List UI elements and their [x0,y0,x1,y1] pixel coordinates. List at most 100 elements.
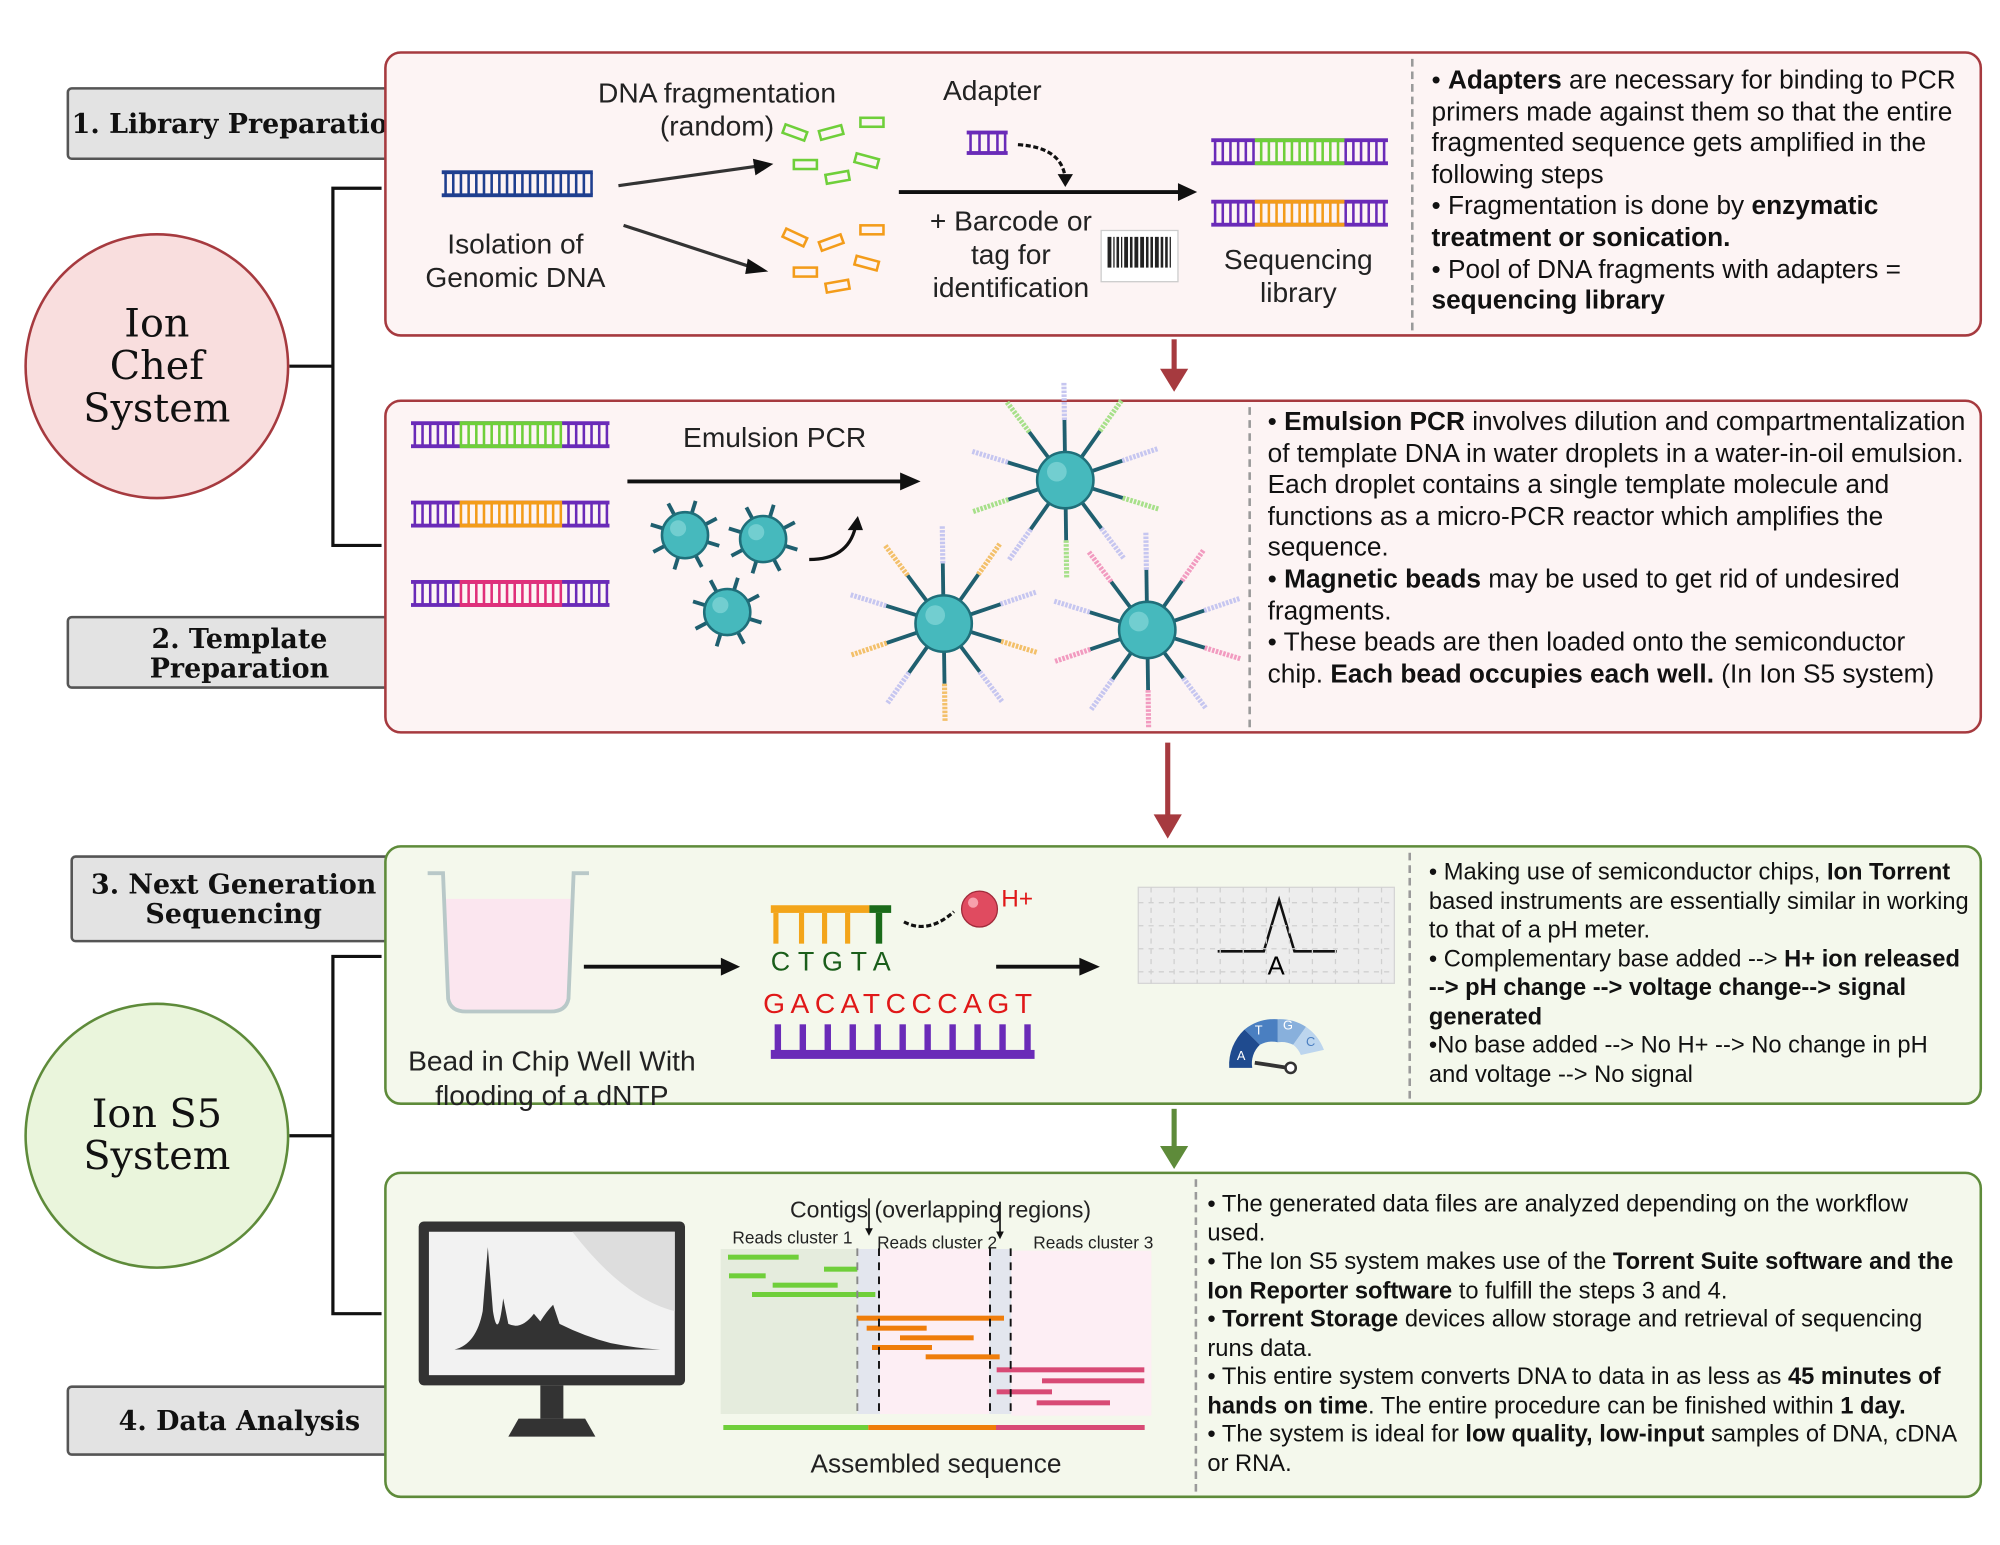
note-text: (In Ion S5 system) [1714,659,1935,689]
note-text: Making use of semiconductor chips, [1443,857,1827,885]
reads-cluster-3-label: Reads cluster 3 [1033,1233,1154,1253]
genomic-dna-icon [441,170,593,198]
gauge-letter-c: C [1306,1034,1315,1049]
note-bold: Ion Torrent [1826,857,1951,885]
step-data-analysis: 4. Data Analysis [66,1385,413,1456]
step-template-preparation: 2. Template Preparation [66,615,413,689]
note-bold: 45 minutes of hands on time [1207,1362,1941,1419]
fragmentation-arrows [618,143,1198,275]
note-text: The Ion S5 system makes use of the [1221,1247,1613,1274]
assembled-sequence-label: Assembled sequence [810,1449,1062,1479]
note-item: • This entire system converts DNA to dat… [1207,1362,1941,1419]
fragmentation-label: DNA fragmentation (random) [598,76,837,143]
note-item: • The generated data files are analyzed … [1207,1189,1908,1246]
reads-cluster-2-label: Reads cluster 2 [877,1233,998,1253]
strand-sequence: GACATCCCAGT [763,987,1038,1020]
note-text: are necessary for binding to PCR primers… [1431,65,1956,190]
emulsion-pcr-label: Emulsion PCR [683,421,867,454]
dna-fragments-orange-icon [780,224,885,295]
note-bold: Magnetic beads [1284,564,1482,595]
note-text: Pool of DNA fragments with adapters = [1447,254,1901,284]
contigs-label: Contigs (overlapping regions) [790,1197,1092,1223]
strand-icon [770,1024,1035,1059]
monitor-icon [418,1221,686,1437]
assembly-reads-icon [720,1198,1152,1430]
barcode-label: + Barcode or tag for identification [929,204,1092,304]
gauge-icon: A T G C [1229,1017,1324,1075]
bead-caption: Bead in Chip Well With flooding of a dNT… [408,1044,696,1112]
genomic-dna-label: Isolation of Genomic DNA [425,227,606,294]
ion-chef-system: Ion Chef System [24,233,290,500]
beads-icon [445,381,1243,1018]
sequencing-library-label: Sequencing library [1223,243,1373,309]
note-bold: low quality, low-input [1465,1419,1705,1447]
note-item: • Emulsion PCR involves dilution and com… [1267,407,1966,563]
adapter-icon [966,130,1008,155]
divider [1248,407,1251,728]
divider [1408,852,1412,1099]
note-text: Complementary base added --> [1443,944,1785,972]
note-bold: Torrent Storage [1222,1304,1399,1332]
divider [1194,1179,1198,1492]
note-text: The system is ideal for [1221,1419,1466,1447]
sequencing-library-icon [1211,138,1388,227]
template-notes: • Emulsion PCR involves dilution and com… [1268,407,1966,690]
signal-chart-icon [1137,886,1395,984]
note-item: • Complementary base added --> H+ ion re… [1428,944,1960,1029]
note-text: . The entire procedure can be finished w… [1367,1391,1841,1419]
note-item: • These beads are then loaded onto the s… [1267,627,1935,689]
note-bold: Torrent Suite software and the Ion Repor… [1207,1247,1954,1303]
note-text: to fulfill the steps 3 and 4. [1452,1275,1728,1303]
chip-well-icon [427,871,589,1014]
template-sequence: CTGTA [770,947,899,977]
note-text: samples of DNA, cDNA or RNA. [1207,1419,1956,1476]
note-text: involves dilution and compartmentalizati… [1267,407,1966,563]
dna-fragments-green-icon [780,116,885,186]
note-item: • Torrent Storage devices allow storage … [1207,1304,1923,1361]
hydrogen-ion-icon [960,890,999,928]
note-item: • The system is ideal for low quality, l… [1207,1419,1956,1476]
step-next-generation-sequencing: 3. Next Generation Sequencing [70,855,397,943]
note-item: • Making use of semiconductor chips, Ion… [1428,857,1969,943]
note-item: • Pool of DNA fragments with adapters = … [1431,254,1901,316]
adapter-label: Adapter [942,74,1042,107]
note-text: Fragmentation is done by [1447,191,1752,221]
gauge-letter-t: T [1255,1023,1263,1038]
emulsion-arrow [627,472,921,562]
note-text: The generated data files are analyzed de… [1207,1189,1908,1246]
note-text: No base added --> No H+ --> No change in… [1428,1030,1928,1087]
note-text: devices allow storage and retrieval of s… [1207,1304,1923,1361]
note-item: • Fragmentation is done by enzymatic tre… [1431,191,1879,253]
note-bold: sequencing library [1431,285,1665,316]
note-text: based instruments are essentially simila… [1428,886,1969,943]
note-bold: Adapters [1447,65,1562,95]
gauge-letter-a: A [1237,1048,1246,1063]
arrow-down-1 [1160,339,1189,392]
sequencing-arrows [583,910,1100,976]
note-bold: H+ ion released --> pH change --> voltag… [1428,944,1960,1029]
hydrogen-ion-label: H+ [1001,886,1034,913]
note-bold: enzymatic treatment or sonication. [1431,191,1879,253]
note-item: • Adapters are necessary for binding to … [1431,65,1956,190]
ion-s5-system: Ion S5 System [24,1002,290,1269]
library-notes: • Adapters are necessary for binding to … [1431,65,1962,317]
note-item: •No base added --> No H+ --> No change i… [1428,1030,1928,1087]
primer-icon [770,905,892,944]
barcode-icon [1100,229,1179,283]
sequencing-notes: • Making use of semiconductor chips, Ion… [1429,858,1973,1088]
arrow-down-2 [1153,742,1182,839]
gauge-letter-g: G [1283,1017,1293,1032]
note-bold: Emulsion PCR [1284,407,1465,437]
note-text: This entire system converts DNA to data … [1221,1362,1788,1390]
library-fragments-icon [411,421,610,607]
note-bold: Each bead occupies each well. [1330,659,1715,689]
divider [1411,58,1414,331]
note-text: These beads are then loaded onto the sem… [1267,627,1906,689]
note-item: • The Ion S5 system makes use of the Tor… [1207,1247,1954,1303]
signal-peak-label: A [1267,952,1285,981]
reads-cluster-1-label: Reads cluster 1 [732,1227,853,1248]
note-bold: 1 day. [1840,1391,1906,1419]
note-item: • Magnetic beads may be used to get rid … [1267,564,1900,626]
